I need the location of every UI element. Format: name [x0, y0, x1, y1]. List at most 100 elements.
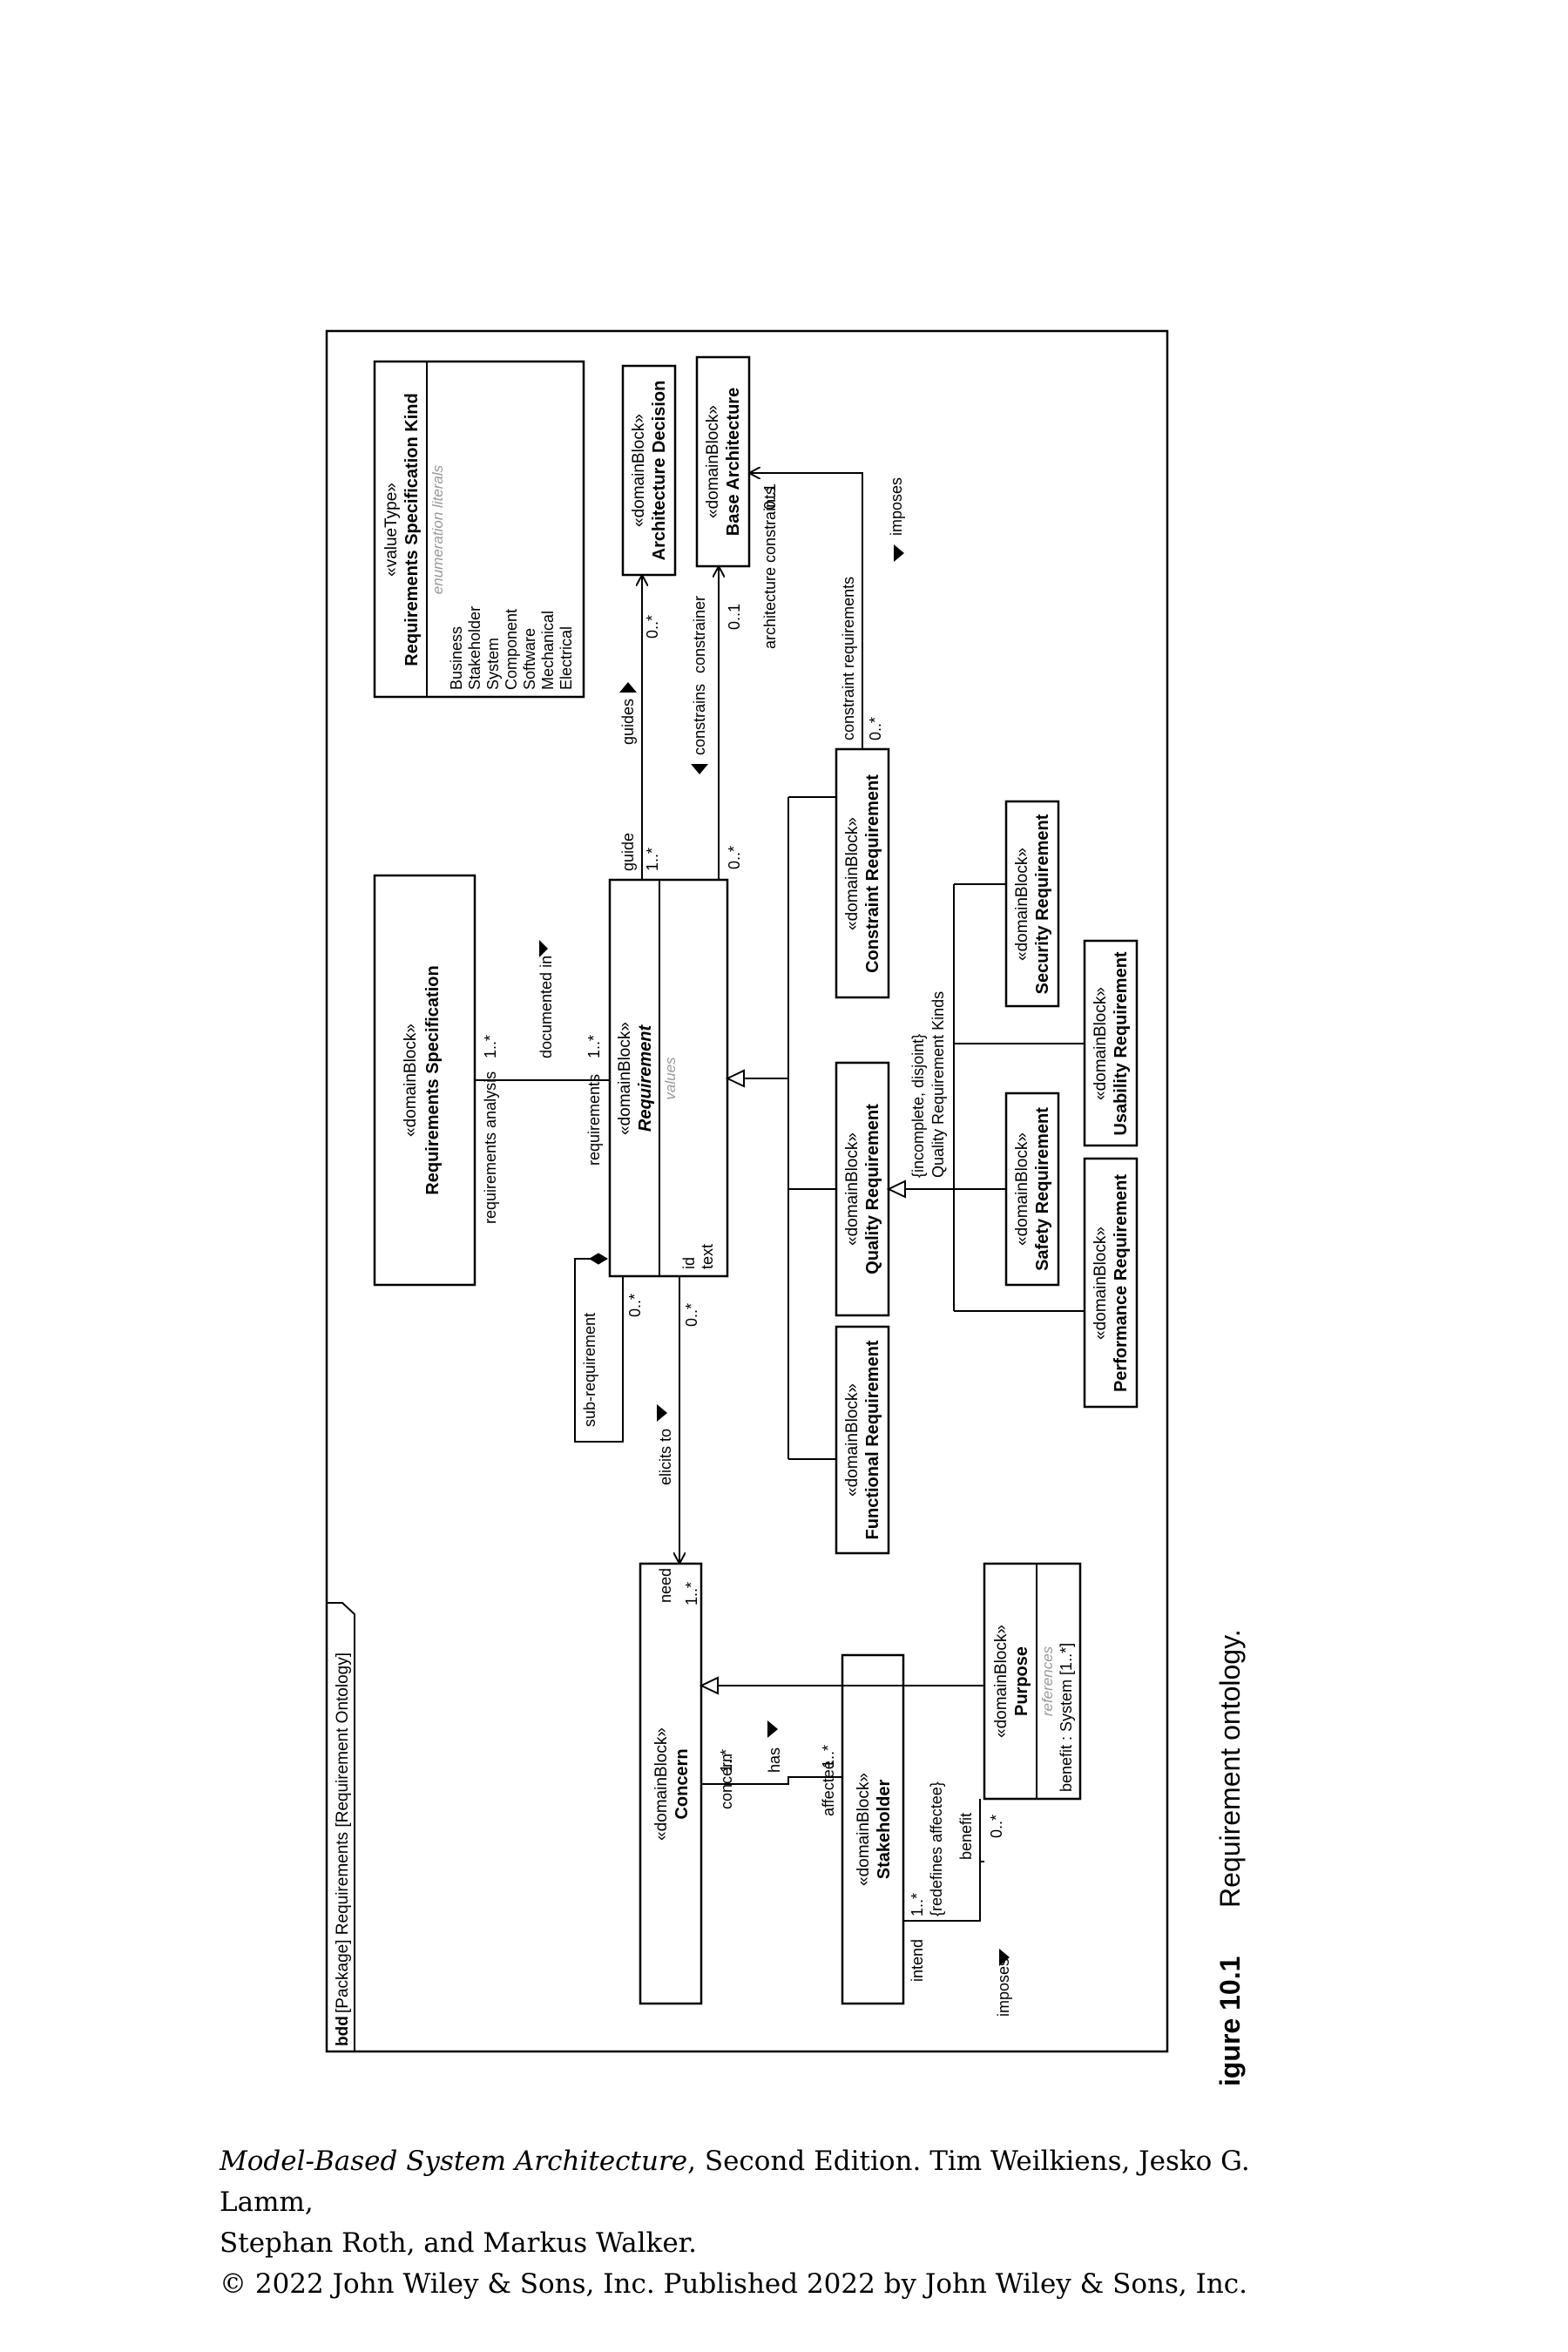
role-label: 1..*: [909, 1893, 926, 1916]
block-base-architecture[interactable]: «domainBlock» Base Architecture: [695, 355, 751, 568]
association-guides[interactable]: guide 1..* guides 0..*: [619, 575, 661, 880]
role-label: 0..*: [867, 717, 884, 740]
association-name: elicits to: [657, 1429, 674, 1485]
role-label: 0..*: [726, 846, 743, 869]
reference-property: benefit : System [1..*]: [1058, 1643, 1075, 1792]
block-concern[interactable]: «domainBlock» Concern: [639, 1562, 703, 2005]
stereotype-label: «domainBlock»: [855, 1773, 873, 1886]
role-label: 0..1: [761, 483, 779, 510]
block-architecture-decision[interactable]: «domainBlock» Architecture Decision: [621, 364, 677, 577]
block-name: Safety Requirement: [1033, 1107, 1052, 1271]
literal: Business: [448, 626, 465, 690]
caption-text: Requirement ontology.: [1214, 1629, 1246, 1908]
role-label: 1..*: [482, 1035, 499, 1058]
generalization-set-name: Quality Requirement Kinds: [929, 991, 947, 1178]
generalization-quality-kinds[interactable]: {incomplete, disjoint} Quality Requireme…: [889, 883, 1085, 1312]
credits-line-2: Stephan Roth, and Markus Walker.: [220, 2227, 697, 2259]
block-requirement[interactable]: «domainBlock» Requirement values id text: [608, 878, 729, 1278]
role-label: 1..*: [585, 1035, 603, 1058]
block-requirements-specification-kind[interactable]: «valueType» Requirements Specification K…: [373, 360, 585, 699]
book-title: Model-Based System Architecture: [220, 2146, 688, 2177]
stereotype-label: «domainBlock»: [992, 1625, 1010, 1738]
role-label: sub-requirement: [581, 1313, 598, 1427]
role-label: 1..*: [820, 1745, 837, 1768]
block-name: Security Requirement: [1033, 814, 1052, 994]
role-label: 1..*: [683, 1582, 700, 1605]
association-elicits-to[interactable]: 0..* elicits to need 1..*: [657, 1276, 700, 1605]
stereotype-label: «domainBlock»: [1092, 1227, 1110, 1340]
block-name: Usability Requirement: [1112, 951, 1131, 1136]
block-constraint-requirement[interactable]: «domainBlock» Constraint Requirement: [835, 747, 890, 999]
direction-triangle: [894, 544, 904, 562]
caption-number: igure 10.1: [1214, 1957, 1246, 2086]
compartment-header: values: [662, 1057, 679, 1100]
stereotype-label: «domainBlock»: [843, 1383, 862, 1497]
direction-triangle: [619, 682, 637, 693]
literal: Electrical: [558, 626, 575, 690]
block-name: Functional Requirement: [863, 1340, 882, 1539]
role-label: constraint requirements: [840, 577, 857, 740]
stereotype-label: «domainBlock»: [704, 405, 722, 518]
role-label: constrainer: [691, 596, 708, 673]
block-stakeholder[interactable]: «domainBlock» Stakeholder: [841, 1653, 905, 2005]
block-safety-requirement[interactable]: «domainBlock» Safety Requirement: [1004, 1092, 1060, 1287]
book-credits: Model-Based System Architecture, Second …: [220, 2141, 1352, 2305]
block-usability-requirement[interactable]: «domainBlock» Usability Requirement: [1083, 939, 1139, 1147]
association-name: imposes: [995, 1958, 1012, 2017]
stereotype-label: «domainBlock»: [843, 817, 862, 930]
role-label: 1..*: [718, 1749, 735, 1773]
literal: Mechanical: [539, 611, 557, 690]
stereotype-label: «domainBlock»: [1013, 848, 1031, 961]
block-security-requirement[interactable]: «domainBlock» Security Requirement: [1004, 800, 1060, 1008]
role-label: architecture constraints: [761, 487, 779, 649]
association-imposes-constraints[interactable]: constraint requirements 0..* architectur…: [749, 473, 905, 749]
block-quality-requirement[interactable]: «domainBlock» Quality Requirement: [835, 1061, 890, 1317]
role-label: 0..*: [644, 615, 661, 639]
generalization-set-constraint: {incomplete, disjoint}: [909, 1034, 927, 1178]
block-purpose[interactable]: «domainBlock» Purpose references benefit…: [983, 1562, 1082, 1801]
direction-triangle: [657, 1404, 667, 1422]
block-name: Requirements Specification Kind: [402, 393, 422, 666]
generalization-requirement-kinds[interactable]: [727, 796, 836, 1460]
composition-sub-requirement[interactable]: sub-requirement 0..*: [574, 1253, 644, 1443]
block-functional-requirement[interactable]: «domainBlock» Functional Requirement: [835, 1325, 890, 1555]
stereotype-label: «valueType»: [382, 483, 401, 577]
association-name: imposes: [888, 477, 905, 536]
role-label: requirements analysis: [482, 1071, 499, 1224]
figure-caption: igure 10.1 Requirement ontology.: [1214, 1629, 1246, 2086]
association-name: documented in: [537, 956, 555, 1058]
stereotype-label: «domainBlock»: [630, 414, 648, 527]
block-name: Constraint Requirement: [863, 774, 882, 973]
bdd-diagram: bdd [Package] Requirements [Requirement …: [325, 329, 1169, 2053]
block-name: Architecture Decision: [650, 381, 669, 561]
block-name: Purpose: [1012, 1646, 1031, 1716]
block-requirements-specification[interactable]: «domainBlock» Requirements Specification: [373, 874, 476, 1287]
credits-line-3: © 2022 John Wiley & Sons, Inc. Published…: [220, 2268, 1248, 2300]
frame-title: [Package] Requirements [Requirement Onto…: [334, 1652, 352, 2013]
literal: Component: [503, 609, 520, 690]
role-label: need: [657, 1568, 674, 1603]
direction-triangle: [539, 940, 548, 957]
block-name: Concern: [672, 1748, 692, 1819]
role-label: concern: [718, 1754, 735, 1809]
stereotype-label: «domainBlock»: [652, 1727, 671, 1841]
role-label: 1..*: [644, 848, 661, 871]
association-has[interactable]: concern 1..* has affectee 1..*: [701, 1720, 842, 1816]
association-name: guides: [619, 699, 637, 745]
compartment-header: enumeration literals: [429, 464, 446, 594]
block-performance-requirement[interactable]: «domainBlock» Performance Requirement: [1083, 1157, 1139, 1409]
value-property: id: [680, 1257, 698, 1269]
block-name: Performance Requirement: [1112, 1174, 1131, 1392]
role-label: affectee: [820, 1761, 837, 1816]
role-label: {redefines affectee}: [928, 1781, 945, 1916]
role-label: 0..*: [626, 1294, 644, 1317]
association-imposes-purpose[interactable]: intend 1..* {redefines affectee} benefit…: [903, 1781, 1012, 2017]
figure-10-1: bdd [Package] Requirements [Requirement …: [325, 329, 1246, 2086]
association-constrains[interactable]: 0..* constrains constrainer 0..1: [691, 566, 743, 880]
stereotype-label: «domainBlock»: [1013, 1132, 1031, 1246]
role-label: 0..*: [683, 1303, 700, 1327]
stereotype-label: «domainBlock»: [1092, 987, 1110, 1100]
association-documented-in[interactable]: 1..* requirements analysis documented in…: [475, 940, 610, 1224]
block-name: Quality Requirement: [863, 1104, 882, 1274]
stereotype-label: «domainBlock»: [843, 1132, 862, 1246]
